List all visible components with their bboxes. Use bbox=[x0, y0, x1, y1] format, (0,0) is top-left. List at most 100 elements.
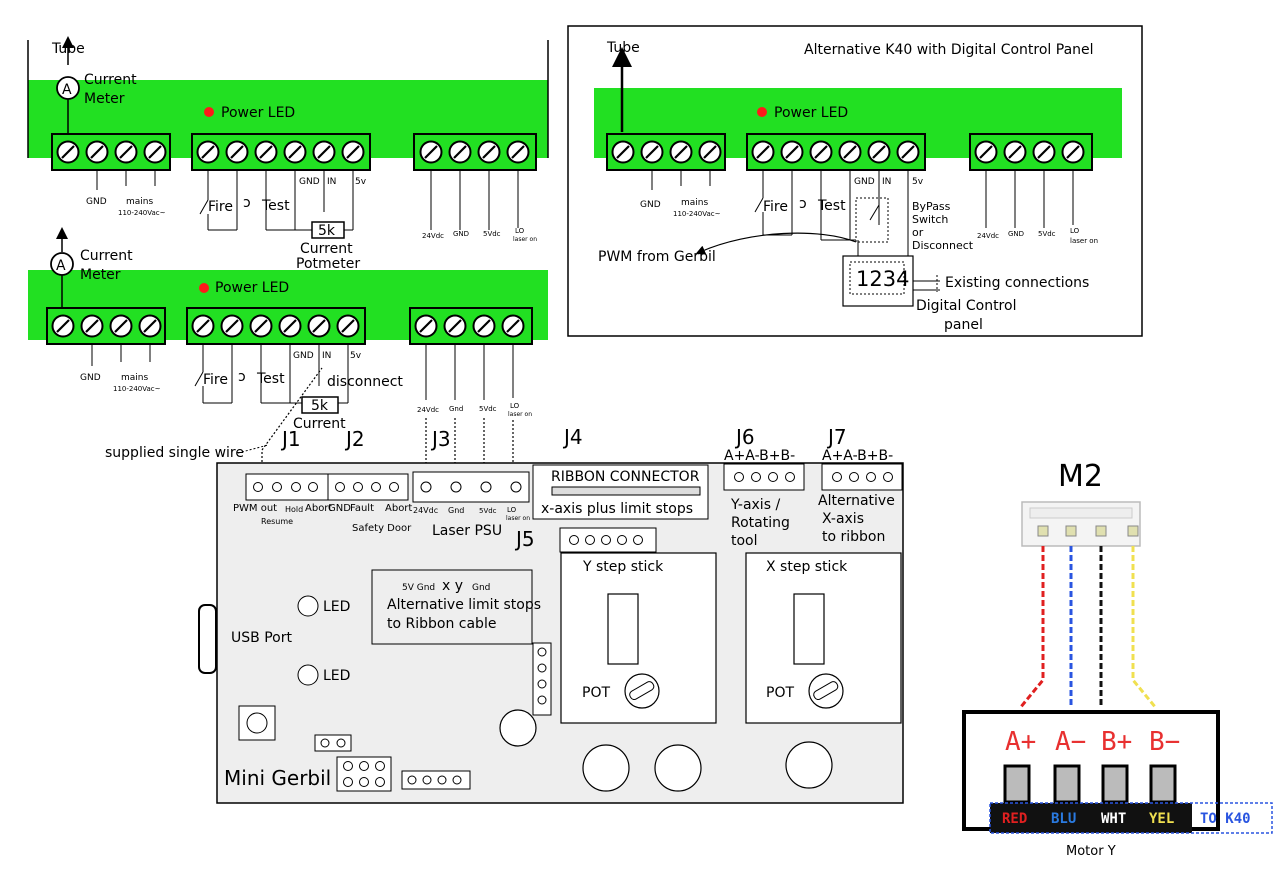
y-step-label: Y step stick bbox=[582, 559, 664, 575]
usb-port-label: USB Port bbox=[231, 630, 292, 646]
pwm-from-gerbil-label: PWM from Gerbil bbox=[598, 249, 716, 265]
bypass-label-4: Disconnect bbox=[912, 239, 974, 252]
wht-label: WHT bbox=[1101, 811, 1126, 827]
out-24-label: 24Vdc bbox=[422, 232, 444, 240]
serial-header bbox=[401, 770, 471, 790]
out-5-label-2: 5Vdc bbox=[479, 405, 497, 413]
meter-symbol-2: A bbox=[56, 258, 66, 274]
capacitor-icon bbox=[499, 709, 537, 747]
pot-value: 5k bbox=[318, 223, 336, 239]
j3-24-label: 24Vdc bbox=[413, 506, 438, 515]
mains-label-2: mains bbox=[121, 373, 148, 383]
limit-gnd-label: Gnd bbox=[472, 583, 490, 593]
capacitor-large-2 bbox=[654, 744, 702, 792]
alt-tube-label: Tube bbox=[606, 40, 640, 56]
ribbon-sub-label: x-axis plus limit stops bbox=[541, 501, 693, 517]
gnd-label-2: GND bbox=[80, 373, 101, 383]
in-label-2: IN bbox=[322, 351, 331, 361]
alt-in-label: IN bbox=[882, 177, 891, 187]
color-strip bbox=[990, 803, 1192, 833]
j1-label: J1 bbox=[280, 427, 301, 451]
led-1-icon bbox=[297, 595, 319, 617]
power-led-icon bbox=[204, 107, 214, 117]
hold-label: Hold bbox=[285, 505, 303, 514]
j6-desc-3: tool bbox=[731, 533, 758, 549]
panel-display: 1234 bbox=[856, 267, 909, 291]
digital-control-panel bbox=[842, 255, 914, 307]
alt-gnd2-label: GND bbox=[854, 177, 875, 187]
alt-mains-range-label: 110-240Vac~ bbox=[673, 210, 721, 218]
out-lo-sub-2: laser on bbox=[508, 411, 532, 418]
j6-label: J6 bbox=[734, 425, 755, 449]
tube-label: Tube bbox=[51, 41, 85, 57]
supplied-wire-label: supplied single wire bbox=[105, 445, 244, 461]
meter-symbol: A bbox=[62, 82, 72, 98]
yel-label: YEL bbox=[1149, 811, 1174, 827]
meter-label-1: Current bbox=[84, 72, 137, 88]
j5-connector[interactable] bbox=[559, 527, 657, 553]
led-1-label: LED bbox=[323, 599, 350, 615]
psu-middle: A Current Meter Power LED GND mains 110-… bbox=[28, 227, 548, 472]
fire-label: Fire bbox=[208, 199, 233, 215]
out-24-label-2: 24Vdc bbox=[417, 406, 439, 414]
b-minus-label: B− bbox=[1149, 727, 1180, 757]
alt-out-gnd-label: GND bbox=[1008, 230, 1024, 238]
resume-label: Resume bbox=[261, 517, 293, 526]
j7-connector[interactable] bbox=[821, 463, 903, 491]
switch-symbol: ᴐ bbox=[243, 195, 251, 211]
alternative-k40-panel: Alternative K40 with Digital Control Pan… bbox=[567, 25, 1143, 337]
j3-connector[interactable] bbox=[412, 471, 530, 503]
limit-desc-1: Alternative limit stops bbox=[387, 597, 541, 613]
bypass-label-2: Switch bbox=[912, 213, 948, 226]
bypass-label-3: or bbox=[912, 226, 924, 239]
j1-connector[interactable] bbox=[245, 473, 329, 501]
pot-label-2: Potmeter bbox=[296, 256, 360, 272]
j6-pins-label: A+A-B+B- bbox=[724, 448, 795, 464]
alt-power-led-label: Power LED bbox=[774, 105, 848, 121]
j2-abort-label: Abort bbox=[385, 503, 412, 514]
power-led-label-2: Power LED bbox=[215, 280, 289, 296]
mains-label: mains bbox=[126, 197, 153, 207]
x-pot-label: POT bbox=[766, 685, 794, 701]
display-frame bbox=[849, 261, 905, 295]
out-5-label: 5Vdc bbox=[483, 230, 501, 238]
capacitor-large-3 bbox=[785, 741, 833, 789]
j3-label: J3 bbox=[430, 427, 451, 451]
laser-psu-label: Laser PSU bbox=[432, 523, 502, 539]
m2-label: M2 bbox=[1058, 459, 1103, 494]
gnd-label: GND bbox=[86, 197, 107, 207]
limit-desc-2: to Ribbon cable bbox=[387, 616, 496, 632]
j7-desc-3: to ribbon bbox=[822, 529, 885, 545]
j3-5-label: 5Vdc bbox=[479, 507, 497, 515]
power-led-icon-2 bbox=[199, 283, 209, 293]
pwm-out-label: PWM out bbox=[233, 503, 277, 514]
meter-label-2: Meter bbox=[84, 91, 125, 107]
blu-label: BLU bbox=[1051, 811, 1076, 827]
alt-out-24-label: 24Vdc bbox=[977, 232, 999, 240]
bypass-label-1: ByPass bbox=[912, 200, 951, 213]
pin-b-plus bbox=[1101, 764, 1129, 804]
pin-a-plus bbox=[1003, 764, 1031, 804]
red-label: RED bbox=[1002, 811, 1027, 827]
j6-desc-1: Y-axis / bbox=[730, 497, 780, 513]
alt-power-led-icon bbox=[757, 107, 767, 117]
j3-lo-sub: laser on bbox=[506, 515, 530, 522]
meter-label-1b: Current bbox=[80, 248, 133, 264]
capacitor-large-1 bbox=[582, 744, 630, 792]
dcp-label-2: panel bbox=[944, 317, 983, 333]
dcp-label-1: Digital Control bbox=[916, 298, 1016, 314]
j6-connector[interactable] bbox=[723, 463, 805, 491]
wire-red bbox=[1018, 546, 1045, 709]
alt-terminal-control bbox=[746, 133, 926, 171]
j7-desc-2: X-axis bbox=[822, 511, 864, 527]
j6-desc-2: Rotating bbox=[731, 515, 790, 531]
pot-label-2b: Current bbox=[293, 416, 346, 432]
limit-xy-label: x y bbox=[442, 578, 463, 594]
mini-gerbil-board: supplied single wire J1 J2 J3 J4 J6 J7 A… bbox=[105, 425, 904, 804]
usb-port-icon[interactable] bbox=[198, 604, 217, 674]
alt-mains-label: mains bbox=[681, 198, 708, 208]
fault-label: Fault bbox=[350, 503, 374, 514]
j2-connector[interactable] bbox=[327, 473, 409, 501]
